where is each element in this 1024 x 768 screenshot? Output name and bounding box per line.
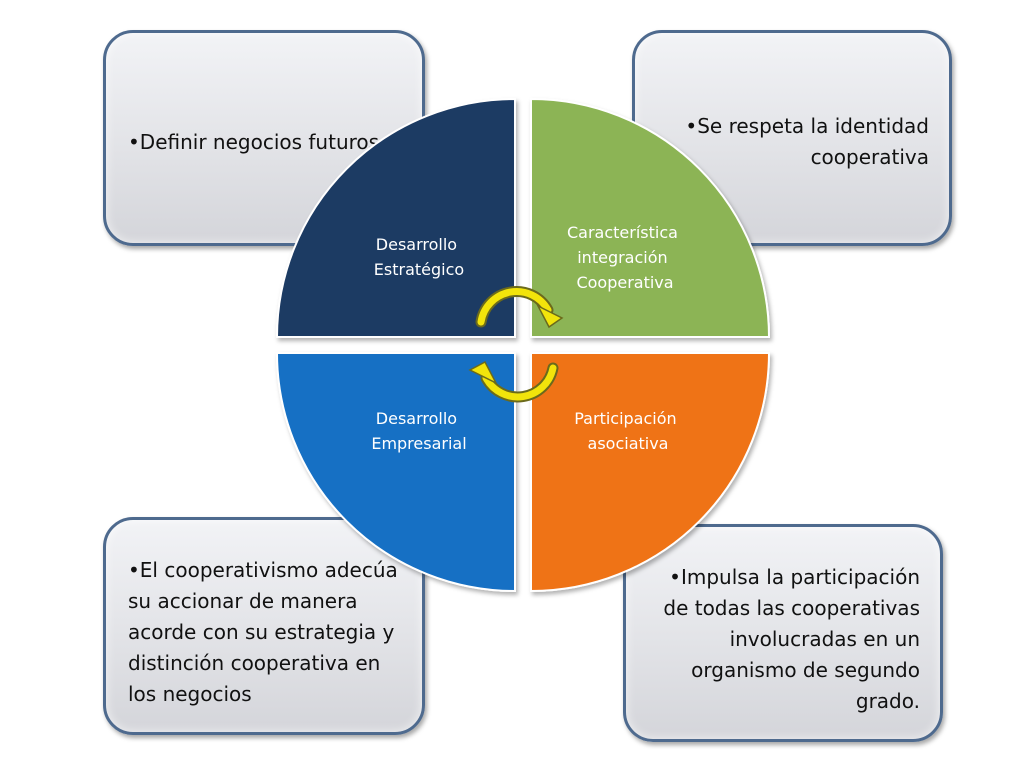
note-text-top-left: •Definir negocios futuros (128, 130, 380, 154)
quadrant-top-right (530, 97, 771, 338)
quadrant-label-bottom-left: Desarrollo Empresarial (371, 409, 466, 453)
quadrant-label-bottom-right: Participación asociativa (574, 409, 682, 453)
note-text-top-right: •Se respeta la identidad cooperativa (685, 114, 929, 169)
note-text-bottom-right: •Impulsa la participación de todas las c… (663, 565, 920, 713)
note-box-bottom-right: •Impulsa la participación de todas las c… (623, 524, 943, 742)
circular-arrows-icon (468, 286, 564, 403)
note-box-bottom-left: •El cooperativismo adecúa su accionar de… (103, 517, 425, 735)
quadrant-label-top-right: Característica integración Cooperativa (567, 223, 683, 292)
quadrant-label-top-left: Desarrollo Estratégico (374, 235, 464, 279)
quadrant-top-left (275, 97, 516, 338)
quadrant-bottom-right (530, 352, 771, 593)
arrow-lower-icon (468, 360, 559, 403)
note-box-top-right: •Se respeta la identidad cooperativa (632, 30, 952, 246)
note-box-top-left: •Definir negocios futuros (103, 30, 425, 246)
arrow-upper-icon (475, 286, 564, 329)
note-text-bottom-left: •El cooperativismo adecúa su accionar de… (128, 558, 398, 706)
quadrant-bottom-left (275, 352, 516, 593)
